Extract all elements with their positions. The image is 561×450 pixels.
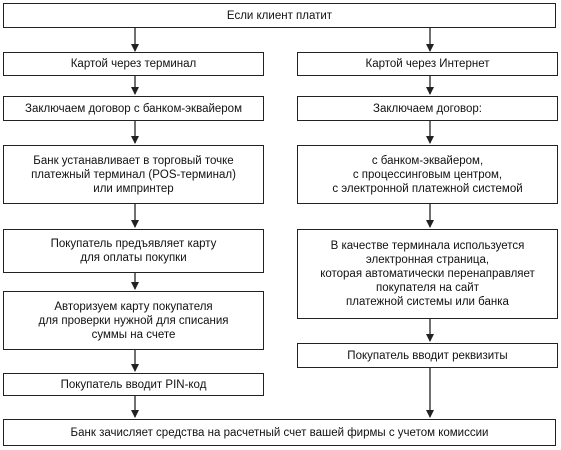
box-left-4: Покупатель предъявляет карту для оплаты … bbox=[3, 229, 264, 273]
box-top: Если клиент платит bbox=[3, 3, 556, 28]
box-right-3: с банком-эквайером, с процессинговым цен… bbox=[297, 145, 558, 204]
box-right-4: В качестве терминала используется электр… bbox=[297, 229, 558, 319]
box-left-2: Заключаем договор с банком-эквайером bbox=[3, 96, 264, 121]
box-left-6: Покупатель вводит PIN-код bbox=[3, 373, 264, 396]
box-left-5: Авторизуем карту покупателя для проверки… bbox=[3, 291, 264, 350]
box-right-1: Картой через Интернет bbox=[297, 52, 558, 76]
box-left-1: Картой через терминал bbox=[3, 52, 264, 76]
box-bottom: Банк зачисляет средства на расчетный сче… bbox=[3, 419, 556, 446]
box-right-2: Заключаем договор: bbox=[297, 96, 558, 121]
box-right-5: Покупатель вводит реквизиты bbox=[297, 343, 558, 368]
box-left-3: Банк устанавливает в торговый точке плат… bbox=[3, 145, 264, 204]
